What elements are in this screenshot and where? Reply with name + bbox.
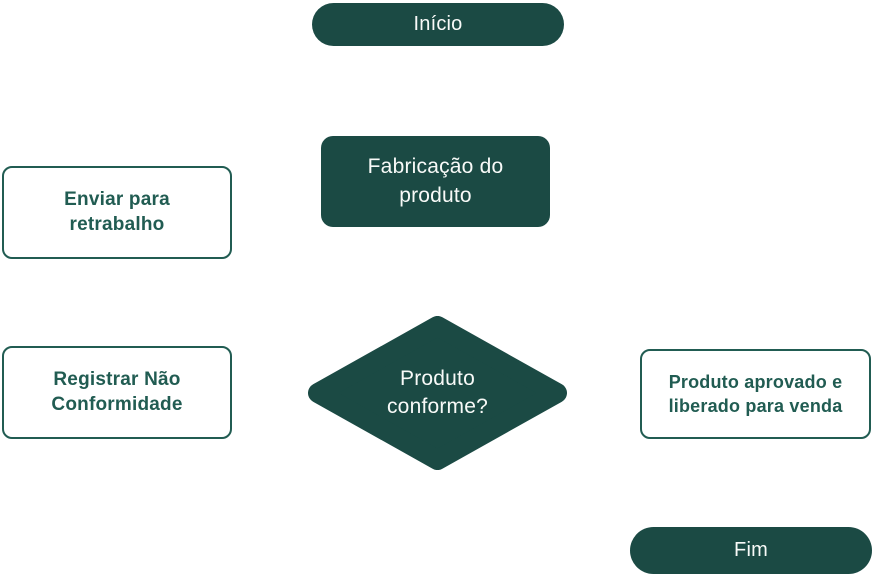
flowchart-node-approved: Produto aprovado e liberado para venda: [640, 349, 871, 439]
node-approved-label: Produto aprovado e liberado para venda: [668, 371, 843, 416]
flowchart-node-fabrication: Fabricação do produto: [321, 136, 550, 227]
node-rework-label: Enviar para retrabalho: [64, 188, 170, 235]
flowchart-node-end: Fim: [630, 527, 872, 574]
flowchart-node-nonconformity: Registrar Não Conformidade: [2, 346, 232, 439]
flowchart-node-rework: Enviar para retrabalho: [2, 166, 232, 259]
node-fabrication-label: Fabricação do produto: [367, 155, 504, 207]
node-nonconformity-label: Registrar Não Conformidade: [51, 368, 183, 415]
node-decision-label: Produto conforme?: [386, 366, 489, 418]
node-end-label: Fim: [734, 539, 768, 561]
flowchart-node-start: Início: [312, 3, 564, 46]
decision-diamond-shape: [308, 316, 567, 470]
node-start-label: Início: [413, 13, 463, 35]
flowchart-node-decision: Produto conforme?: [308, 316, 567, 470]
